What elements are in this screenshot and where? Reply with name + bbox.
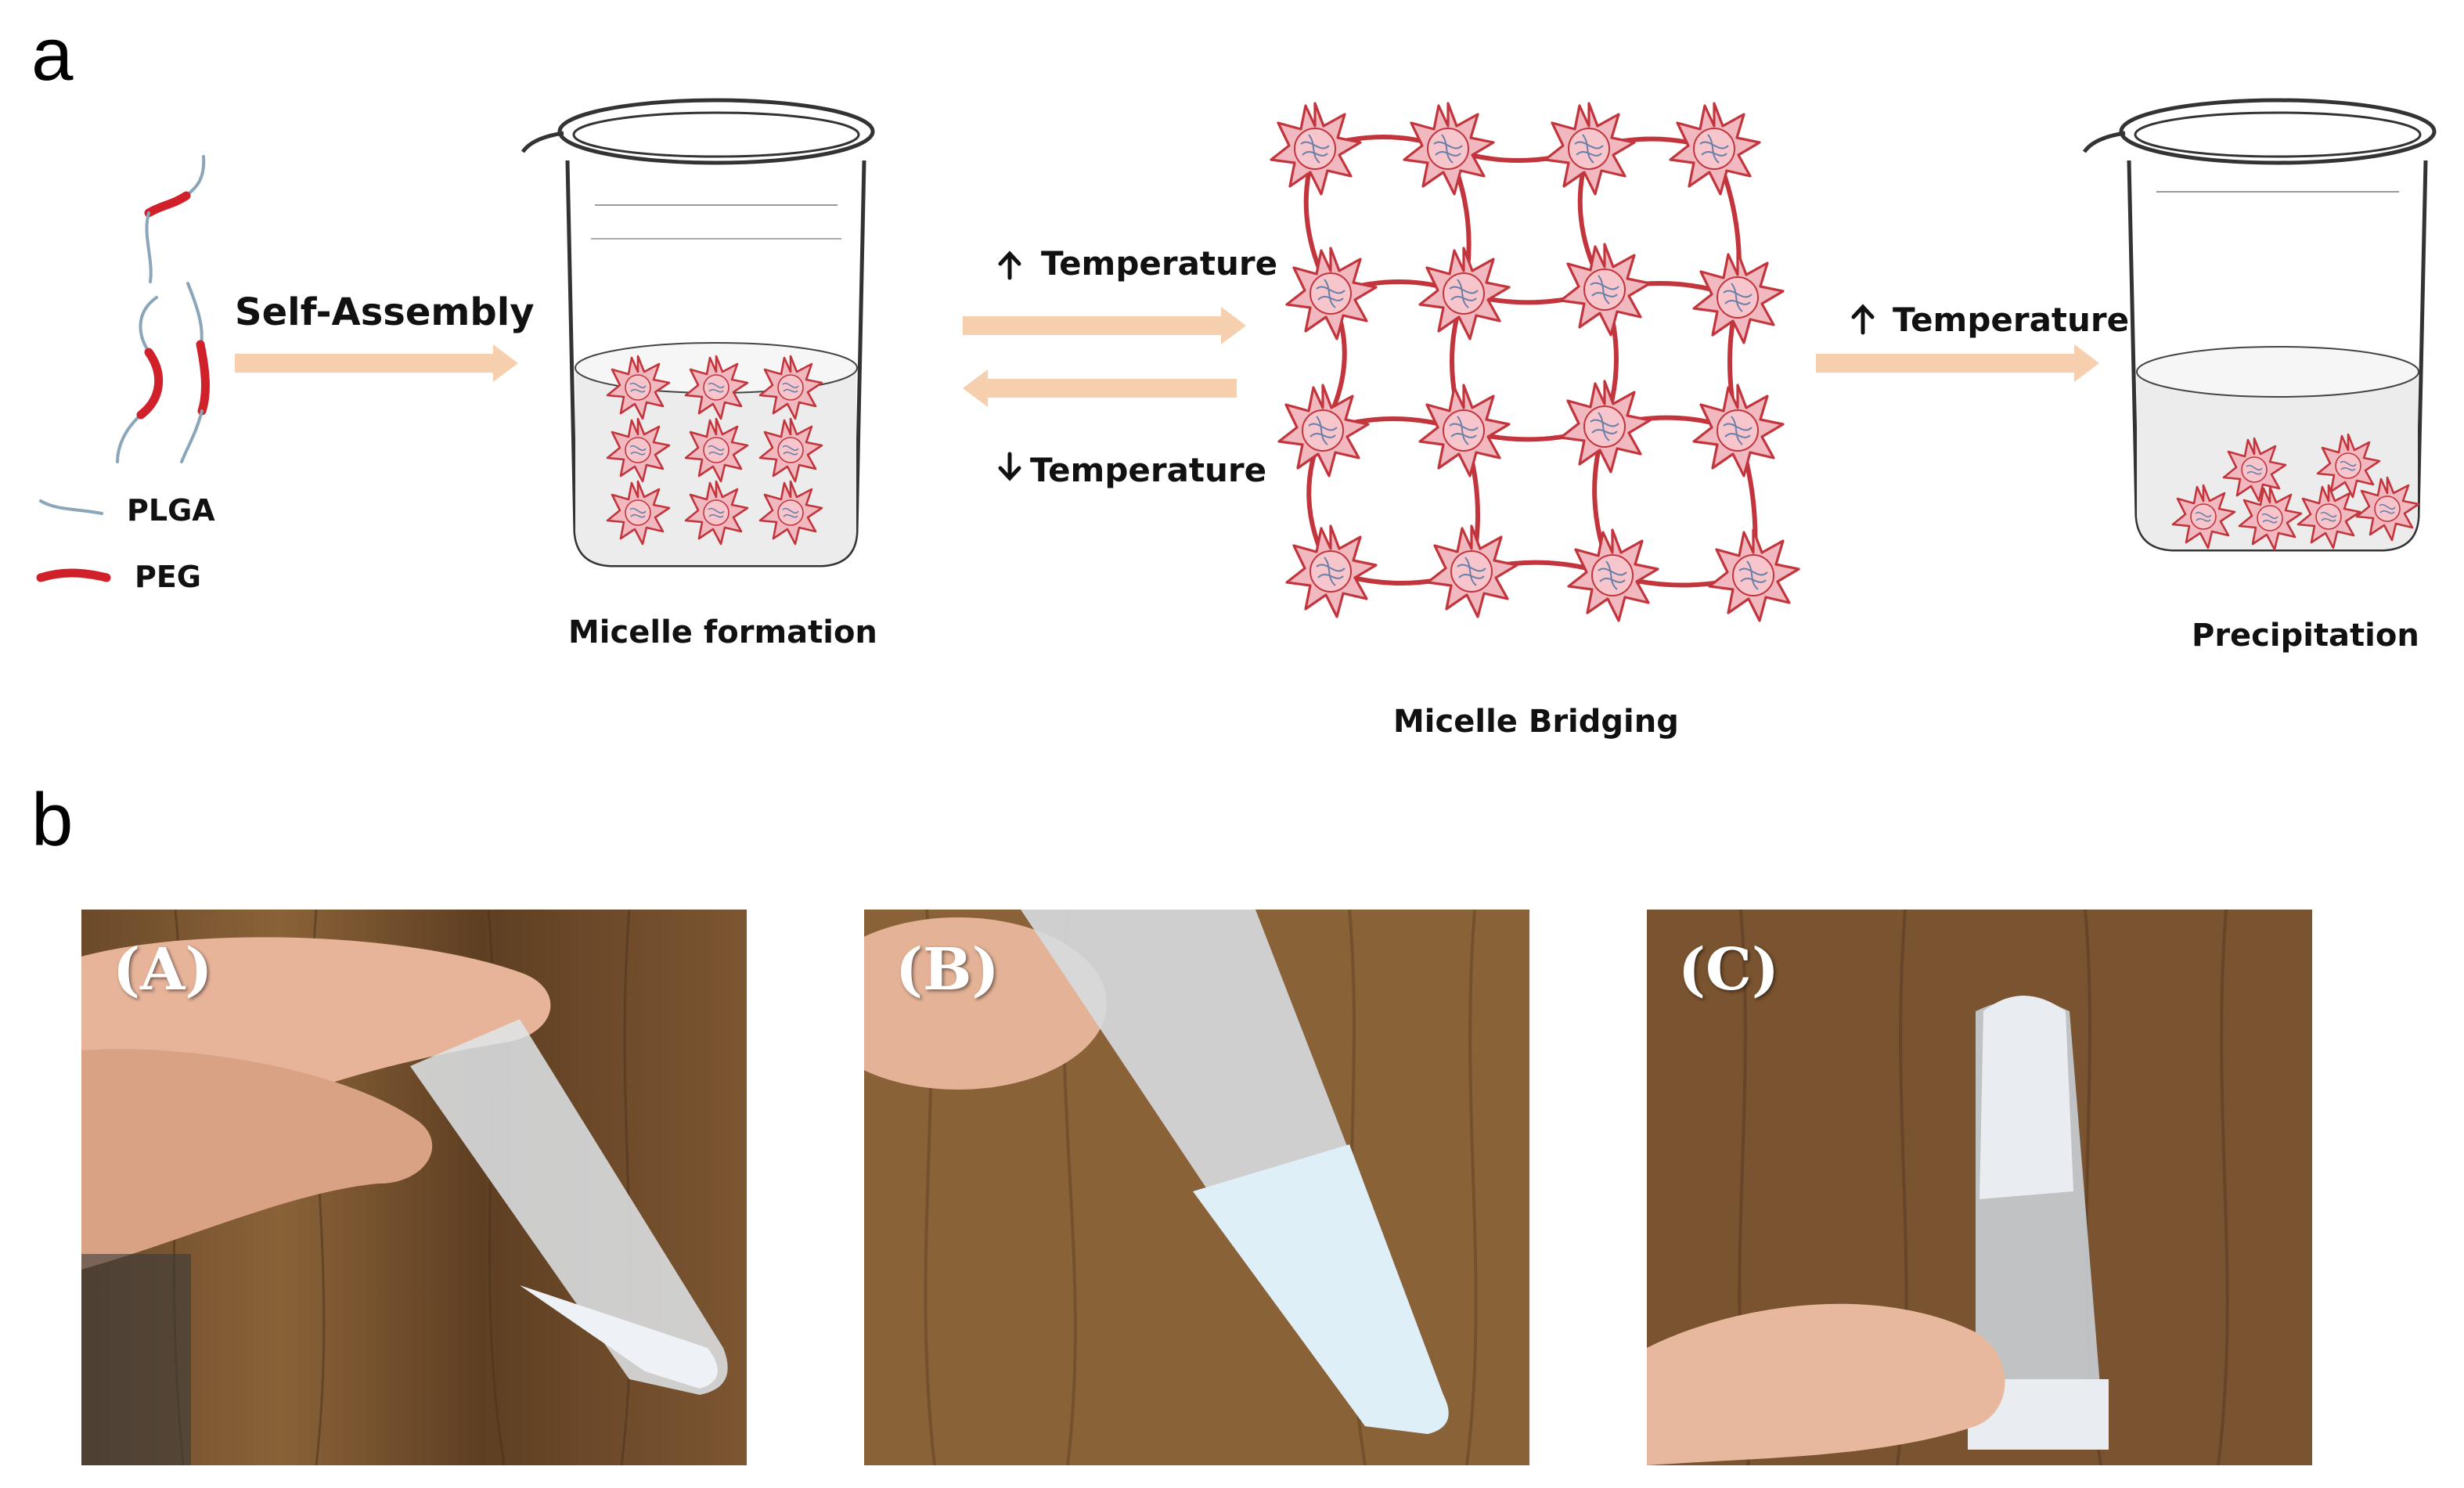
photo-b-label: (B) [895,936,1000,1003]
micelle-bridging-label: Micelle Bridging [1393,704,1679,740]
panel-letter-b: b [31,778,74,862]
micelle-network [1270,102,1800,622]
peg-legend-line [36,568,111,582]
arrow-down-icon [998,452,1021,481]
panel-letter-a: a [31,13,74,96]
photo-c: (C) [1647,910,2312,1465]
polymer-chains [116,155,210,463]
beaker-micelle-formation [521,98,875,567]
scheme-diagram [36,98,2437,622]
temperature-down-label: Temperature [1030,451,1267,489]
arrow-backward [963,369,1237,407]
self-assembly-label: Self-Assembly [235,290,535,334]
photo-a: (A) [81,910,747,1465]
precipitation-label: Precipitation [2192,618,2419,654]
photo-c-label: (C) [1678,936,1779,1003]
plga-label: PLGA [127,493,215,528]
arrow-up-icon-1 [998,250,1021,280]
photo-b: (B) [864,910,1529,1465]
arrow-self-assembly [235,344,518,382]
temperature-up-label: Temperature [1041,244,1278,283]
peg-label: PEG [135,560,201,594]
temperature-up-label-2: Temperature [1893,301,2130,339]
micelle-formation-label: Micelle formation [568,614,877,650]
arrow-forward [963,307,1246,344]
arrow-up-icon-2 [1851,304,1875,335]
arrow-precipitation [1816,344,2099,382]
photo-a-label: (A) [113,936,213,1003]
plga-legend-line [39,499,103,515]
beaker-precipitation [2082,98,2437,552]
